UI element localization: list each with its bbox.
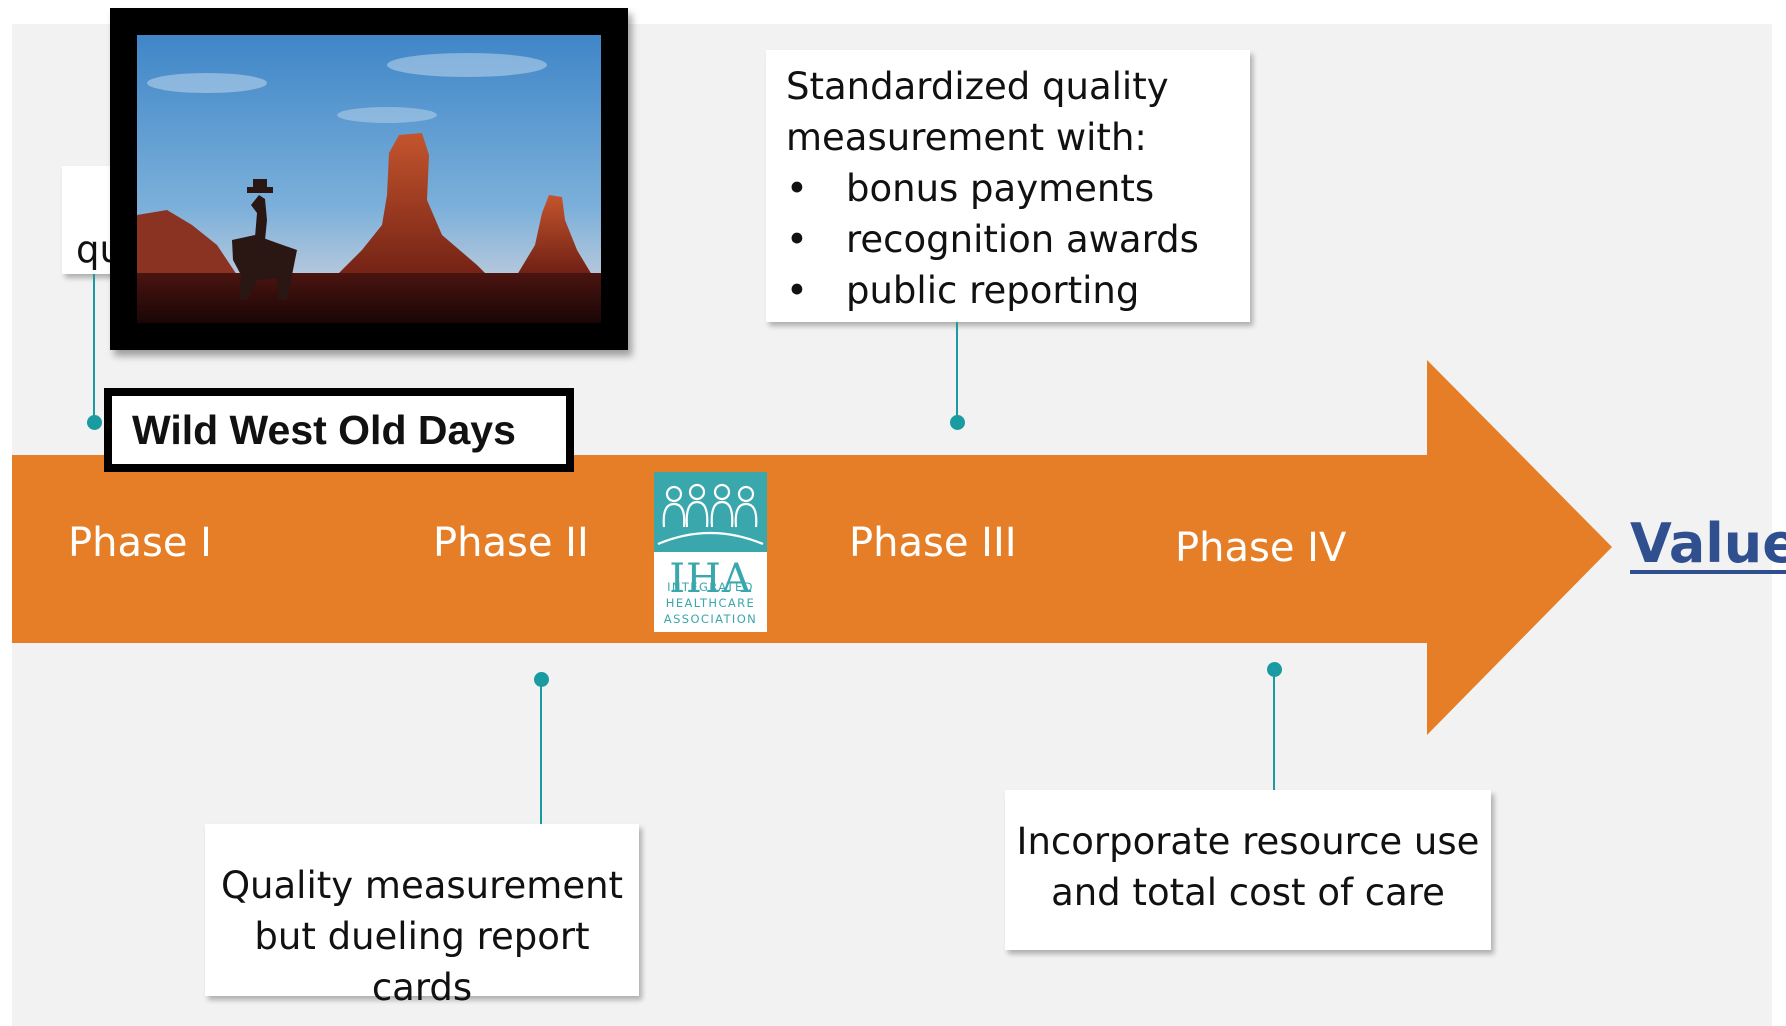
phase-1-pin xyxy=(87,415,102,430)
phase-2-callout-line-2: but dueling report cards xyxy=(254,915,590,1009)
bullet-text: public reporting xyxy=(846,269,1140,312)
arrow-shape xyxy=(12,360,1612,735)
phase-3-bullet-2: • recognition awards xyxy=(786,214,1246,265)
era-caption-box: Wild West Old Days xyxy=(104,388,574,472)
phase-4-label: Phase IV xyxy=(1175,525,1347,571)
phase-3-callout-line-2: measurement with: xyxy=(786,116,1147,159)
cowboy-on-horse-monument-valley-image xyxy=(137,35,601,323)
phase-3-bullet-1: • bonus payments xyxy=(786,163,1246,214)
phase-4-pin xyxy=(1267,662,1282,677)
bullet-text: bonus payments xyxy=(846,167,1155,210)
value-label[interactable]: Value xyxy=(1630,512,1786,575)
phase-2-label: Phase II xyxy=(433,520,589,566)
era-caption-text: Wild West Old Days xyxy=(110,394,568,466)
iha-subtitle-2: HEALTHCARE xyxy=(665,596,756,610)
people-icon xyxy=(654,472,767,552)
phase-4-leader-line xyxy=(1273,672,1275,790)
phase-3-pin xyxy=(950,415,965,430)
bullet-glyph: • xyxy=(786,269,808,312)
phase-2-callout: Quality measurement but dueling report c… xyxy=(205,824,639,1009)
phase-2-pin xyxy=(534,672,549,687)
phase-4-callout-line-1: Incorporate resource use xyxy=(1016,820,1480,863)
phase-1-leader-line xyxy=(93,274,95,422)
phase-1-label: Phase I xyxy=(68,520,212,566)
bullet-glyph: • xyxy=(786,167,808,210)
wild-west-photo-frame xyxy=(110,8,628,350)
phase-3-bullet-3: • public reporting xyxy=(786,265,1246,316)
phase-2-callout-line-1: Quality measurement xyxy=(220,864,624,907)
phase-4-callout: Incorporate resource use and total cost … xyxy=(1005,790,1491,950)
iha-subtitle-1: INTEGRATED xyxy=(667,580,754,594)
phase-3-label: Phase III xyxy=(849,520,1017,566)
phase-2-leader-line xyxy=(540,682,542,824)
phase-4-callout-line-2: and total cost of care xyxy=(1051,871,1445,914)
iha-logo: IHA INTEGRATED HEALTHCARE ASSOCIATION xyxy=(654,472,767,632)
bullet-glyph: • xyxy=(786,218,808,261)
iha-subtitle-3: ASSOCIATION xyxy=(663,612,758,626)
phase-3-leader-line xyxy=(956,322,958,422)
phase-3-callout-line-1: Standardized quality xyxy=(786,65,1169,108)
bullet-text: recognition awards xyxy=(846,218,1199,261)
phase-3-callout: Standardized quality measurement with: •… xyxy=(766,50,1250,322)
iha-wordmark: IHA xyxy=(669,556,752,602)
